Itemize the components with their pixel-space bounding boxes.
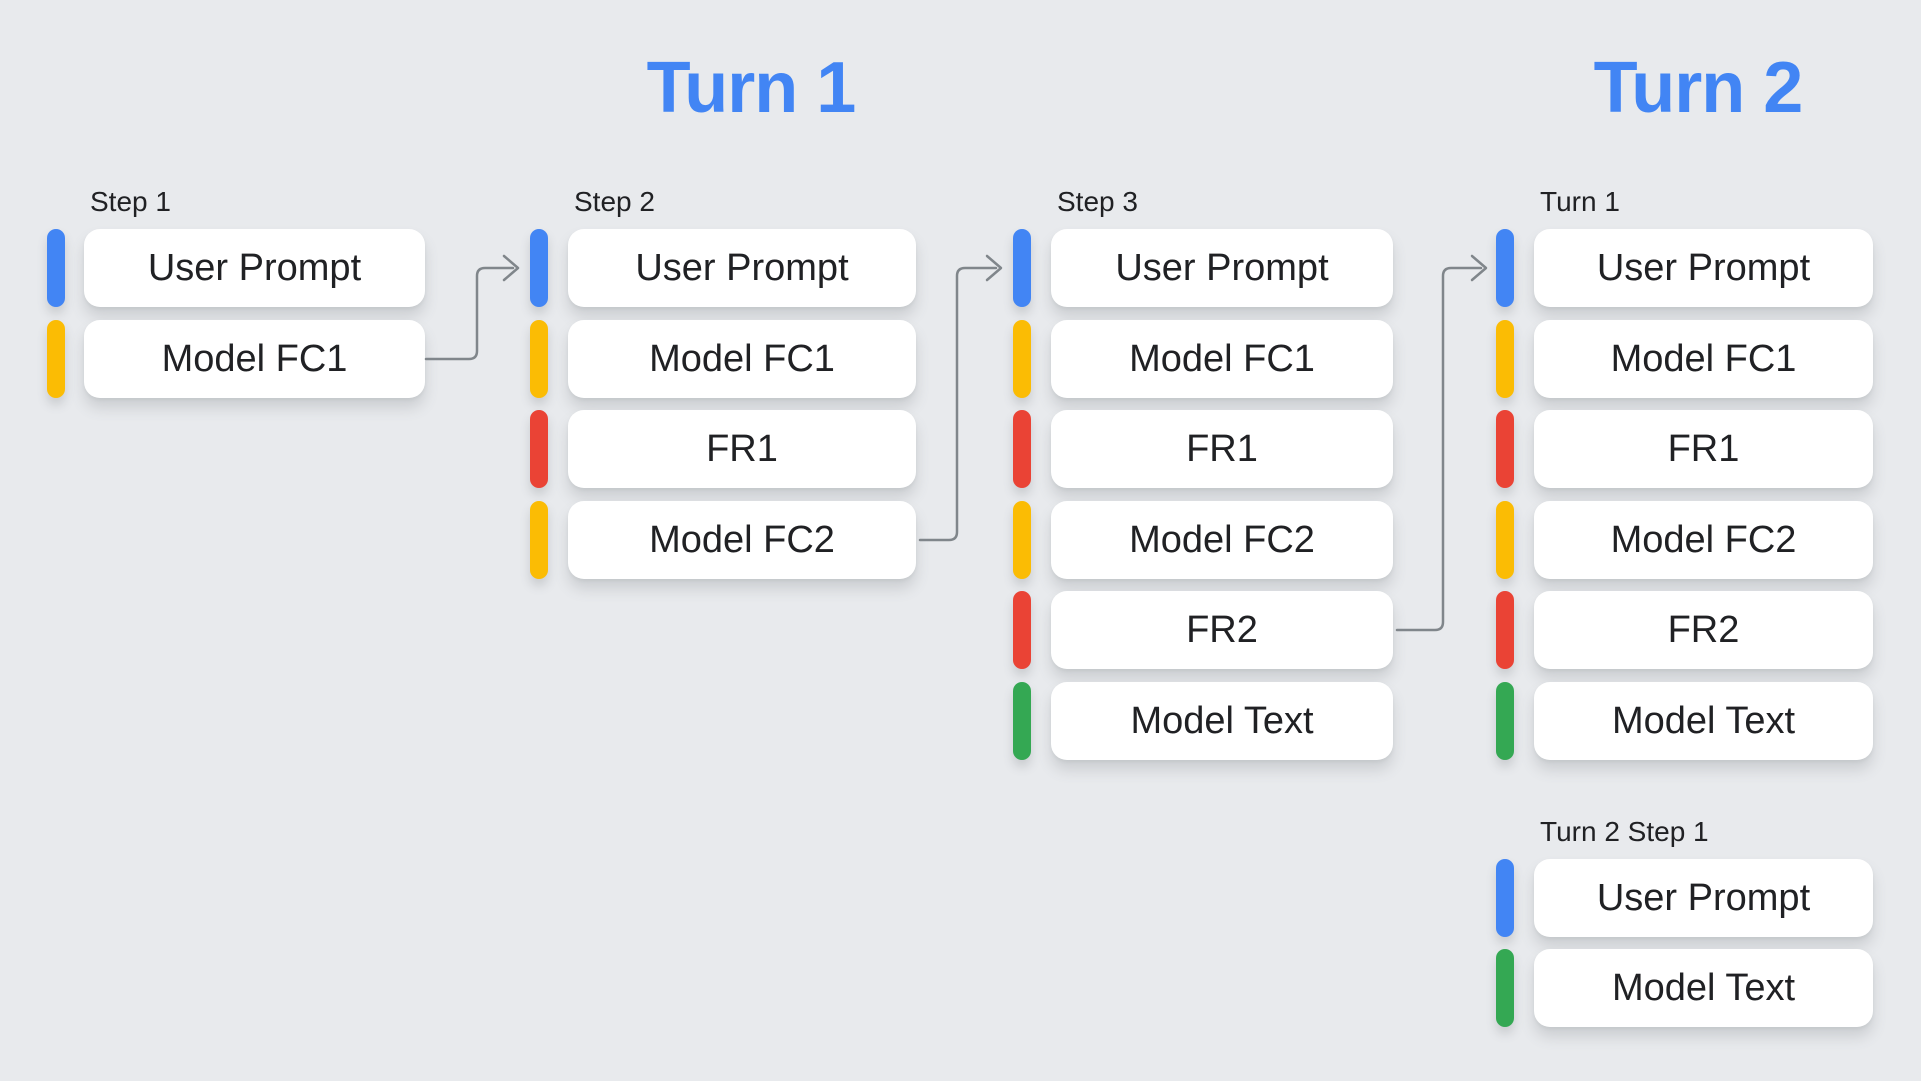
message-box-label: User Prompt xyxy=(1596,246,1811,289)
yellow-role-bar xyxy=(1013,320,1031,398)
message-box-label: FR2 xyxy=(1186,608,1258,651)
message-box-label: User Prompt xyxy=(147,246,362,289)
blue-role-bar xyxy=(1496,229,1514,307)
message-box-label: User Prompt xyxy=(1596,876,1811,919)
yellow-role-bar xyxy=(47,320,65,398)
message-box-model_fc2: Model FC2 xyxy=(1051,501,1393,579)
connector-arrow-1 xyxy=(424,266,515,361)
message-box-label: User Prompt xyxy=(1115,246,1329,289)
message-box-label: FR1 xyxy=(1186,427,1258,470)
message-box-model_text: Model Text xyxy=(1534,682,1873,760)
yellow-role-bar xyxy=(1496,320,1514,398)
message-box-label: Model FC2 xyxy=(1610,518,1797,561)
message-box-fr1: FR1 xyxy=(1051,410,1393,488)
column-label-step-1: Step 1 xyxy=(90,186,171,217)
green-role-bar xyxy=(1496,682,1514,760)
message-box-fr2: FR2 xyxy=(1051,591,1393,669)
red-role-bar xyxy=(1496,410,1514,488)
message-box-label: Model Text xyxy=(1611,966,1796,1009)
message-box-label: FR1 xyxy=(1667,427,1740,470)
message-box-label: Model FC1 xyxy=(1129,337,1315,380)
message-box-model_fc1: Model FC1 xyxy=(84,320,425,398)
message-box-label: Model FC2 xyxy=(1129,518,1315,561)
red-role-bar xyxy=(1013,410,1031,488)
message-box-model_fc1: Model FC1 xyxy=(1534,320,1873,398)
message-box-fr2: FR2 xyxy=(1534,591,1873,669)
message-box-user_prompt: User Prompt xyxy=(1534,859,1873,937)
arrowhead-icon xyxy=(502,254,520,282)
arrowhead-icon xyxy=(1470,254,1488,282)
connector-arrow-2 xyxy=(918,266,998,542)
message-box-model_fc1: Model FC1 xyxy=(1051,320,1393,398)
message-box-label: Model FC1 xyxy=(649,337,835,380)
message-box-label: User Prompt xyxy=(635,246,849,289)
column-label-turn-1-context: Turn 1 xyxy=(1540,186,1620,217)
message-box-model_fc2: Model FC2 xyxy=(1534,501,1873,579)
green-role-bar xyxy=(1496,949,1514,1027)
message-box-label: Model Text xyxy=(1611,699,1796,742)
connector-arrow-3 xyxy=(1395,266,1483,632)
message-box-label: Model FC1 xyxy=(161,337,348,380)
blue-role-bar xyxy=(47,229,65,307)
column-label-step-3: Step 3 xyxy=(1057,186,1138,217)
message-box-user_prompt: User Prompt xyxy=(1051,229,1393,307)
message-box-user_prompt: User Prompt xyxy=(568,229,916,307)
message-box-fr1: FR1 xyxy=(568,410,916,488)
column-label-step-2: Step 2 xyxy=(574,186,655,217)
blue-role-bar xyxy=(1013,229,1031,307)
yellow-role-bar xyxy=(530,320,548,398)
message-box-label: FR1 xyxy=(706,427,778,470)
heading-turn-1: Turn 1 xyxy=(646,48,857,128)
message-box-user_prompt: User Prompt xyxy=(1534,229,1873,307)
yellow-role-bar xyxy=(530,501,548,579)
message-box-fr1: FR1 xyxy=(1534,410,1873,488)
message-box-model_text: Model Text xyxy=(1051,682,1393,760)
message-box-model_fc2: Model FC2 xyxy=(568,501,916,579)
message-box-label: Model FC1 xyxy=(1610,337,1797,380)
red-role-bar xyxy=(530,410,548,488)
arrowhead-icon xyxy=(985,254,1003,282)
heading-turn-2: Turn 2 xyxy=(1593,48,1804,128)
yellow-role-bar xyxy=(1496,501,1514,579)
red-role-bar xyxy=(1496,591,1514,669)
blue-role-bar xyxy=(530,229,548,307)
message-box-label: Model FC2 xyxy=(649,518,835,561)
message-box-label: FR2 xyxy=(1667,608,1740,651)
blue-role-bar xyxy=(1496,859,1514,937)
message-box-user_prompt: User Prompt xyxy=(84,229,425,307)
message-box-label: Model Text xyxy=(1130,699,1314,742)
red-role-bar xyxy=(1013,591,1031,669)
message-box-model_fc1: Model FC1 xyxy=(568,320,916,398)
green-role-bar xyxy=(1013,682,1031,760)
message-box-model_text: Model Text xyxy=(1534,949,1873,1027)
yellow-role-bar xyxy=(1013,501,1031,579)
column-label-turn-2-step-1: Turn 2 Step 1 xyxy=(1540,816,1709,847)
